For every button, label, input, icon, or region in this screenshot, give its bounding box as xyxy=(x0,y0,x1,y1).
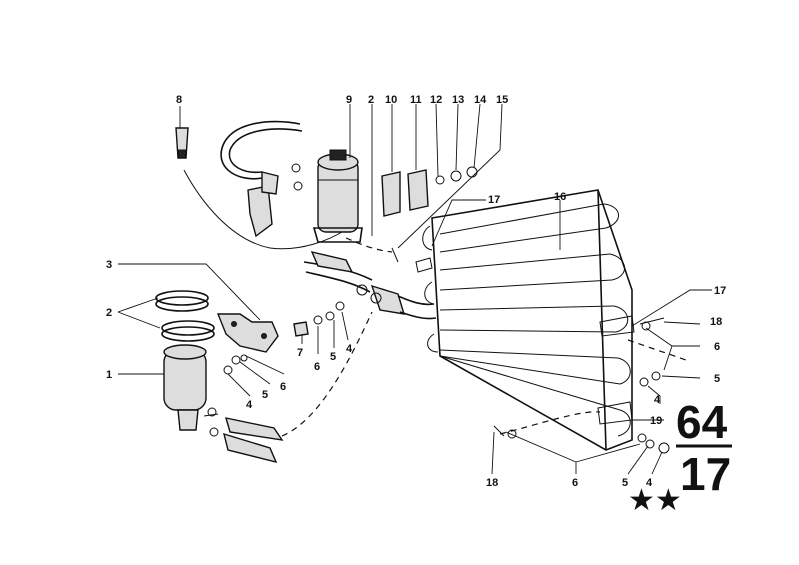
part-3-bracket xyxy=(216,313,279,353)
part-16-condenser xyxy=(415,189,635,451)
part-8-sensor xyxy=(175,127,346,250)
callout-17-top: 17 xyxy=(488,194,500,206)
part-9-receiver-drier xyxy=(312,149,363,243)
callout-2-top: 2 xyxy=(368,94,374,106)
bottom-hose-fittings xyxy=(207,407,284,464)
part-1-receiver-drier xyxy=(163,344,219,431)
callout-16: 16 xyxy=(554,191,566,203)
callout-12: 12 xyxy=(430,94,442,106)
callout-9: 9 xyxy=(346,94,352,106)
callout-4-mid: 4 xyxy=(346,343,353,355)
callout-4-bottom: 4 xyxy=(646,477,653,489)
part-2-clamps xyxy=(155,290,215,342)
group-badge: 64 17 ★★ xyxy=(628,396,732,518)
callout-8: 8 xyxy=(176,94,182,106)
callout-11: 11 xyxy=(410,94,422,106)
callout-19: 19 xyxy=(650,415,662,427)
main-group-number: 64 xyxy=(676,396,728,448)
callout-7: 7 xyxy=(297,347,303,359)
star-icon: ★★ xyxy=(628,483,682,518)
part-11-plate xyxy=(407,169,429,211)
callout-6-bottom: 6 xyxy=(572,477,578,489)
callout-17-right: 17 xyxy=(714,285,726,297)
callout-6-mid: 6 xyxy=(314,361,320,373)
leader-lines xyxy=(117,103,712,475)
callout-3: 3 xyxy=(106,259,112,271)
callout-14: 14 xyxy=(474,94,487,106)
connecting-hoses xyxy=(303,251,437,320)
callout-2-left: 2 xyxy=(106,307,112,319)
callout-labels: 1 2 3 8 9 2 10 11 12 13 14 15 17 16 17 1… xyxy=(106,94,726,489)
sub-group-number: 17 xyxy=(680,448,731,500)
callout-18-bottom: 18 xyxy=(486,477,498,489)
dashed-hose-routes xyxy=(281,237,687,437)
callout-6-left: 6 xyxy=(280,381,286,393)
callout-10: 10 xyxy=(385,94,397,106)
callout-5-bottom: 5 xyxy=(622,477,628,489)
callout-1: 1 xyxy=(106,369,112,381)
part-10-plate xyxy=(381,171,401,217)
callout-5-mid: 5 xyxy=(330,351,336,363)
small-fasteners-12-13-14 xyxy=(435,166,478,185)
callout-4-right: 4 xyxy=(654,394,661,406)
callout-13: 13 xyxy=(452,94,464,106)
hose-assembly-top xyxy=(220,120,303,238)
callout-5-right: 5 xyxy=(714,373,720,385)
callout-18-right: 18 xyxy=(710,316,722,328)
callout-15: 15 xyxy=(496,94,508,106)
callout-5-left: 5 xyxy=(262,389,268,401)
callout-4-left: 4 xyxy=(246,399,253,411)
small-hardware xyxy=(223,247,670,454)
callout-6-right: 6 xyxy=(714,341,720,353)
